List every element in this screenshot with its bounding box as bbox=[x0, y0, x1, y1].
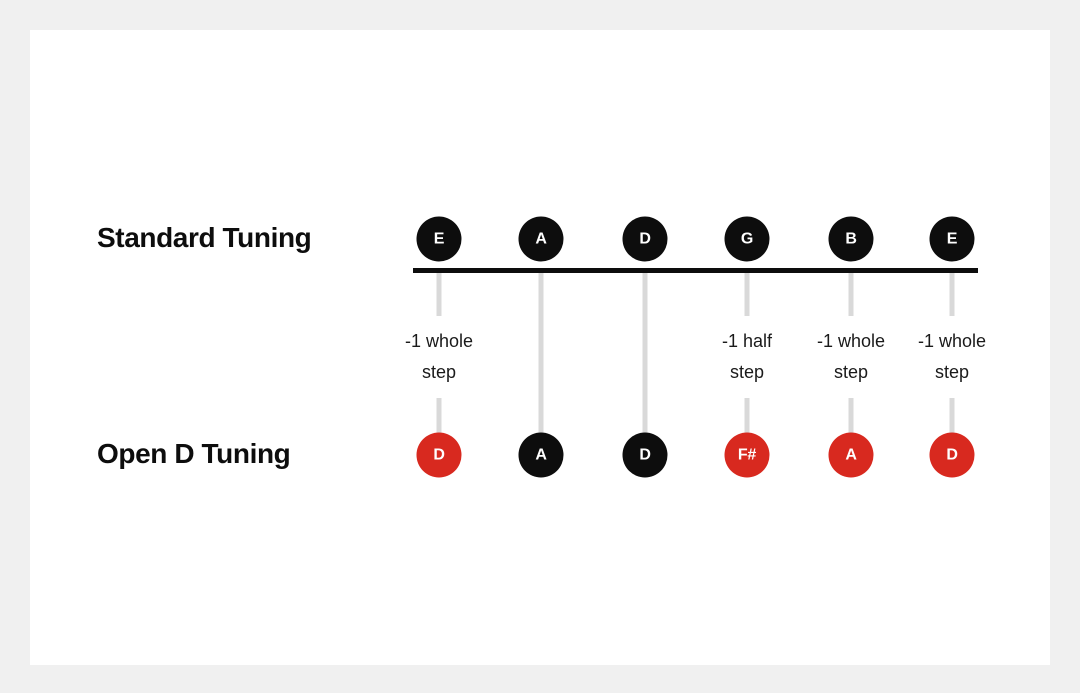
step-change-label-5: -1 whole step bbox=[816, 331, 886, 382]
connector-lower-4 bbox=[744, 398, 750, 433]
connector-upper-6 bbox=[949, 273, 955, 316]
standard-note-6: E bbox=[929, 216, 975, 262]
connector-full-3 bbox=[642, 273, 648, 433]
connector-lower-6 bbox=[949, 398, 955, 433]
open-d-note-5: A bbox=[828, 432, 874, 478]
connector-upper-5 bbox=[848, 273, 854, 316]
open-d-note-6: D bbox=[929, 432, 975, 478]
connector-lower-1 bbox=[436, 398, 442, 433]
open-d-note-2: A bbox=[518, 432, 564, 478]
standard-note-2: A bbox=[518, 216, 564, 262]
open-d-note-4: F# bbox=[724, 432, 770, 478]
nut-bar bbox=[413, 268, 978, 273]
standard-note-1: E bbox=[416, 216, 462, 262]
step-change-label-1: -1 whole step bbox=[404, 331, 474, 382]
connector-lower-5 bbox=[848, 398, 854, 433]
open-d-note-1: D bbox=[416, 432, 462, 478]
standard-note-5: B bbox=[828, 216, 874, 262]
step-change-label-6: -1 whole step bbox=[917, 331, 987, 382]
connector-full-2 bbox=[538, 273, 544, 433]
connector-upper-4 bbox=[744, 273, 750, 316]
open-d-tuning-label: Open D Tuning bbox=[97, 438, 291, 469]
standard-tuning-label: Standard Tuning bbox=[97, 222, 312, 253]
standard-note-4: G bbox=[724, 216, 770, 262]
standard-note-3: D bbox=[622, 216, 668, 262]
connector-upper-1 bbox=[436, 273, 442, 316]
open-d-note-3: D bbox=[622, 432, 668, 478]
step-change-label-4: -1 half step bbox=[721, 331, 773, 382]
